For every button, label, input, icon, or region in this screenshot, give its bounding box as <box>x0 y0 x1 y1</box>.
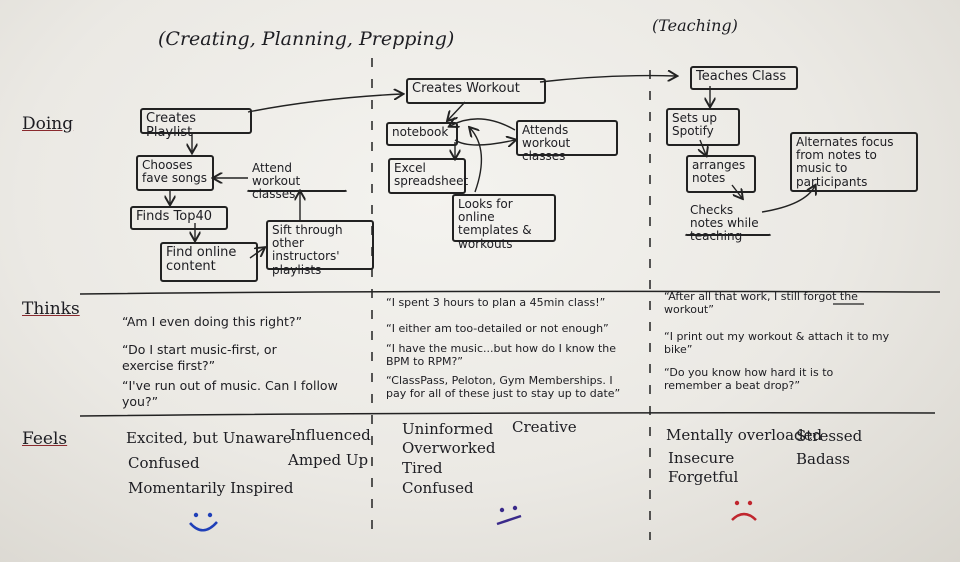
thought-col2-2: “I either am too-detailed or not enough” <box>386 322 609 335</box>
thought-col1-3: “I've run out of music. Can I follow you… <box>122 378 338 409</box>
thought-col3-1: “After all that work, I still forgot the… <box>664 290 858 317</box>
box-checks-notes: Checks notes while teaching <box>684 200 772 243</box>
feel-excited: Excited, but Unaware <box>126 429 292 447</box>
thought-col1-2: “Do I start music-first, or exercise fir… <box>122 342 277 373</box>
box-notebook: notebook <box>386 122 458 146</box>
phase-header-teaching: (Teaching) <box>652 16 738 35</box>
thought-col2-3: “I have the music...but how do I know th… <box>386 342 617 369</box>
thought-col2-4: “ClassPass, Peloton, Gym Memberships. I … <box>386 374 621 401</box>
feel-uninformed: Uninformed <box>402 420 494 438</box>
box-alternates-focus: Alternates focus from notes to music to … <box>790 132 918 192</box>
thought-col1-1: “Am I even doing this right?” <box>122 314 303 329</box>
row-label-doing: Doing <box>22 114 74 134</box>
box-creates-workout: Creates Workout <box>406 78 546 104</box>
feel-confused-2: Confused <box>402 479 474 497</box>
feel-forgetful: Forgetful <box>668 468 739 486</box>
box-teaches-class: Teaches Class <box>690 66 798 90</box>
box-chooses-fave-songs: Chooses fave songs <box>136 155 214 191</box>
feel-badass: Badass <box>796 450 850 468</box>
box-find-online-content: Find online content <box>160 242 258 282</box>
box-excel-spreadsheet: Excel spreadsheet <box>388 158 468 194</box>
box-arranges-notes: arranges notes <box>686 155 756 193</box>
box-sift-through-playlists: Sift through other instructors' playlist… <box>266 220 374 276</box>
box-looks-for-online: Looks for online templates & workouts <box>452 194 556 250</box>
divider-doing-thinks <box>79 290 941 295</box>
feel-tired: Tired <box>402 459 443 477</box>
feel-mentally-overloaded: Mentally overloaded <box>666 426 823 444</box>
feel-stressed: Stressed <box>796 427 863 445</box>
box-finds-top40: Finds Top40 <box>130 206 228 230</box>
box-attend-workout-classes: Attend workout classes <box>246 158 348 201</box>
feel-influenced: Influenced <box>290 426 371 444</box>
divider-thinks-feels <box>79 412 936 417</box>
feel-creative: Creative <box>512 418 577 436</box>
box-attends-workout-classes: Attends workout classes <box>516 120 618 163</box>
sad-face-icon <box>731 500 757 521</box>
row-label-thinks: Thinks <box>22 299 80 319</box>
feel-confused-1: Confused <box>128 454 200 472</box>
feel-momentarily-inspired: Momentarily Inspired <box>128 479 294 497</box>
box-creates-playlist: Creates Playlist <box>140 108 252 140</box>
thought-col2-1: “I spent 3 hours to plan a 45min class!” <box>386 296 606 309</box>
feel-insecure: Insecure <box>668 449 735 467</box>
row-label-feels: Feels <box>22 429 68 449</box>
feel-amped-up: Amped Up <box>288 451 369 469</box>
phase-header-creating: (Creating, Planning, Prepping) <box>158 28 455 50</box>
thought-col3-3: “Do you know how hard it is to remember … <box>664 366 834 393</box>
thought-col3-2: “I print out my workout & attach it to m… <box>664 330 890 357</box>
neutral-face-icon <box>496 505 522 526</box>
box-sets-up-spotify: Sets up Spotify <box>666 108 740 146</box>
happy-face-icon <box>189 512 218 532</box>
feel-overworked: Overworked <box>402 439 496 457</box>
